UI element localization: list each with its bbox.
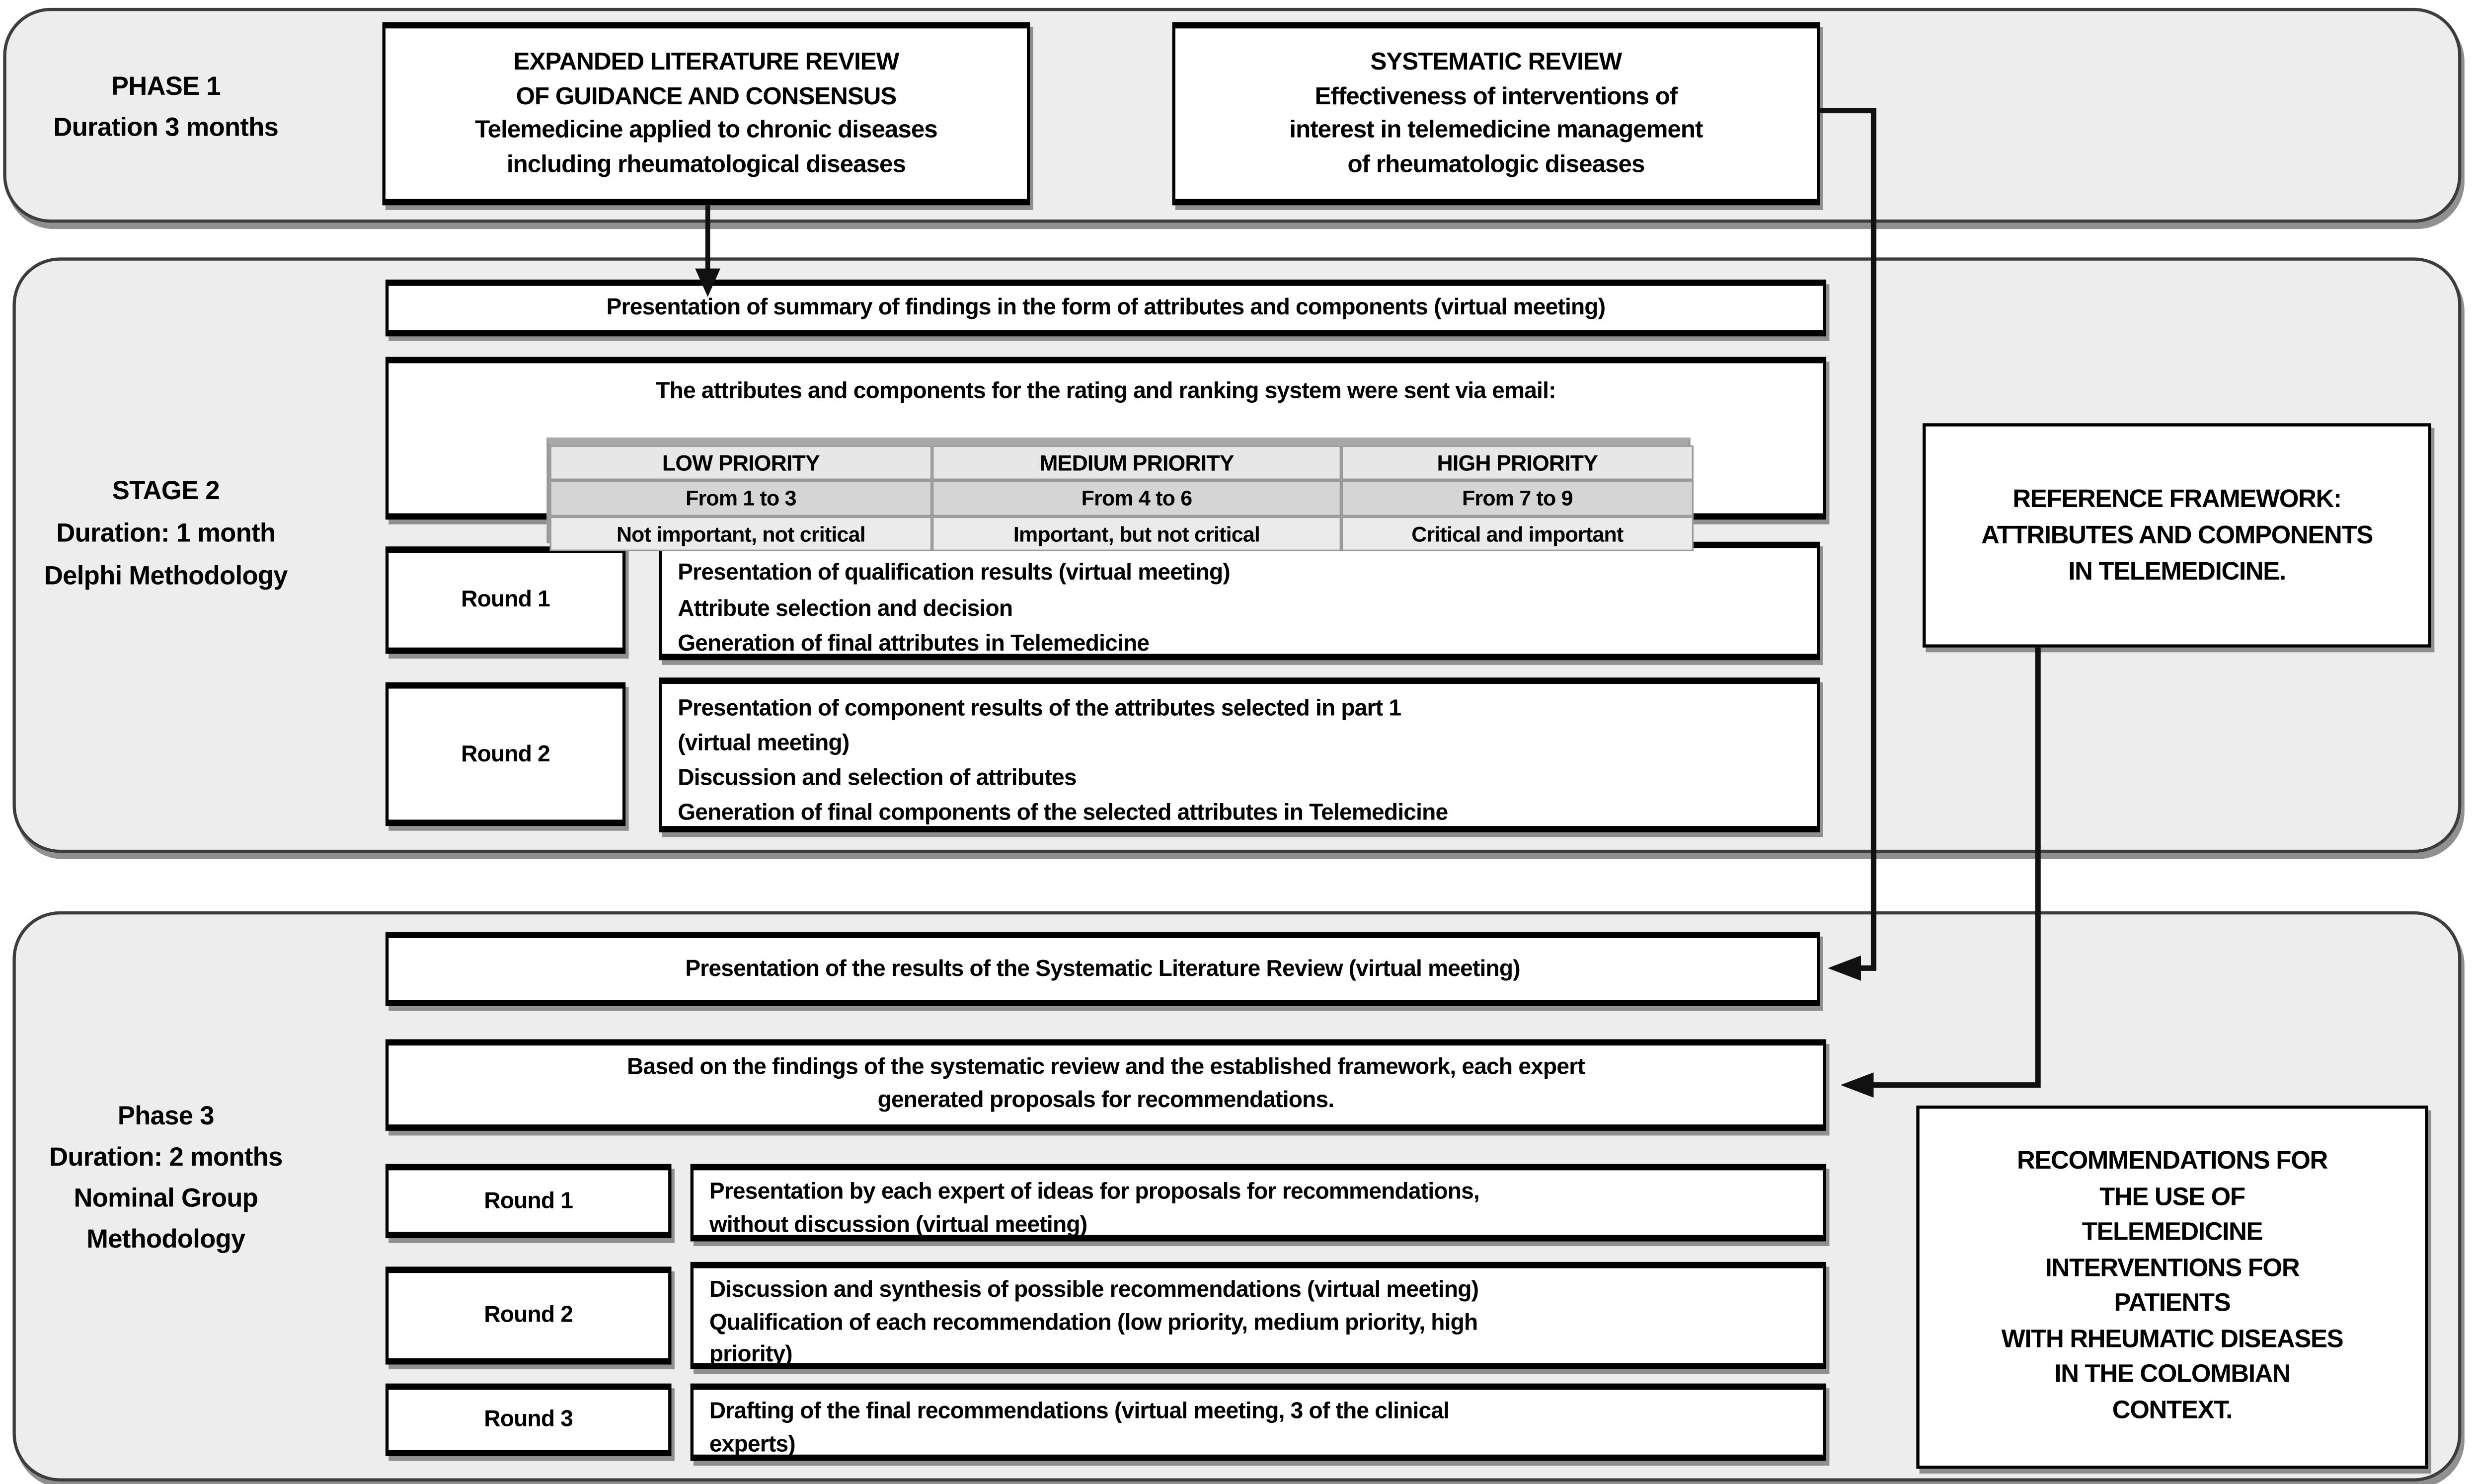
stage2-round1-label-box: Round 1 (385, 546, 626, 654)
box-line: including rheumatological diseases (506, 150, 906, 178)
table-header-cell: HIGH PRIORITY (1341, 445, 1694, 480)
box-line: Discussion and synthesis of possible rec… (709, 1277, 1479, 1303)
round-label: Round 2 (461, 742, 550, 767)
stage2-round2-label-box: Round 2 (385, 682, 626, 826)
stage2-label: STAGE 2 Duration: 1 month Delphi Methodo… (0, 471, 332, 599)
box-line: IN THE COLOMBIAN (2054, 1361, 2291, 1389)
table-cell: Not important, not critical (549, 516, 932, 551)
box-line: Drafting of the final recommendations (v… (709, 1399, 1450, 1425)
box-line: TELEMEDICINE (2082, 1219, 2263, 1247)
box-line: experts) (709, 1431, 796, 1457)
box-line: EXPANDED LITERATURE REVIEW (513, 49, 900, 76)
expert-proposals-box: Based on the findings of the systematic … (385, 1039, 1827, 1131)
box-line: Presentation of the results of the Syste… (685, 956, 1520, 982)
box-line: Based on the findings of the systematic … (627, 1055, 1585, 1081)
box-line: Telemedicine applied to chronic diseases (475, 117, 938, 144)
box-line: The attributes and components for the ra… (656, 379, 1556, 405)
box-line: INTERVENTIONS FOR (2045, 1255, 2300, 1282)
round-label: Round 1 (461, 587, 550, 613)
box-line: SYSTEMATIC REVIEW (1370, 49, 1622, 76)
phase1-label-line: PHASE 1 (111, 73, 221, 101)
box-line: CONTEXT. (2112, 1397, 2233, 1424)
table-cell: From 4 to 6 (932, 480, 1341, 517)
phase3-round2-content-box: Discussion and synthesis of possible rec… (690, 1261, 1827, 1370)
box-line: Attribute selection and decision (678, 596, 1013, 622)
box-line: (virtual meeting) (678, 731, 850, 757)
box-line: interest in telemedicine management (1289, 117, 1703, 144)
expanded-literature-review-box: EXPANDED LITERATURE REVIEW OF GUIDANCE A… (382, 22, 1030, 206)
box-line: priority) (709, 1342, 793, 1368)
slr-results-box: Presentation of the results of the Syste… (385, 932, 1820, 1006)
table-cell: Important, but not critical (932, 516, 1341, 551)
table-cell: Critical and important (1341, 516, 1694, 551)
table-cell: From 1 to 3 (549, 480, 932, 517)
box-line: RECOMMENDATIONS FOR (2016, 1148, 2328, 1175)
stage2-label-line: Delphi Methodology (44, 562, 288, 591)
phase3-label-line: Phase 3 (117, 1102, 215, 1131)
phase3-round1-label-box: Round 1 (385, 1164, 672, 1239)
round-label: Round 2 (484, 1303, 573, 1329)
round-label: Round 1 (484, 1188, 573, 1214)
box-line: Discussion and selection of attributes (678, 766, 1077, 792)
box-line: PATIENTS (2114, 1290, 2231, 1318)
phase3-label-line: Duration: 2 months (49, 1143, 283, 1172)
box-line: generated proposals for recommendations. (877, 1088, 1335, 1113)
phase3-round2-label-box: Round 2 (385, 1266, 672, 1365)
box-line: without discussion (virtual meeting) (709, 1212, 1087, 1238)
box-line: OF GUIDANCE AND CONSENSUS (516, 82, 897, 110)
phase3-label: Phase 3 Duration: 2 months Nominal Group… (0, 1096, 332, 1261)
box-line: Generation of final components of the se… (678, 801, 1448, 826)
stage2-round2-content-box: Presentation of component results of the… (659, 677, 1820, 832)
box-line: ATTRIBUTES AND COMPONENTS (1981, 521, 2373, 549)
box-line: Presentation by each expert of ideas for… (709, 1180, 1480, 1205)
box-line: REFERENCE FRAMEWORK: (2012, 485, 2342, 513)
stage2-label-line: STAGE 2 (112, 477, 220, 506)
box-line: Generation of final attributes in Teleme… (678, 632, 1150, 657)
box-line: THE USE OF (2099, 1184, 2245, 1211)
stage2-round1-content-box: Presentation of qualification results (v… (659, 541, 1820, 661)
recommendations-box: RECOMMENDATIONS FOR THE USE OF TELEMEDIC… (1916, 1106, 2428, 1469)
box-line: Presentation of summary of findings in t… (606, 295, 1606, 321)
phase3-round3-content-box: Drafting of the final recommendations (v… (690, 1383, 1827, 1461)
box-line: of rheumatologic diseases (1347, 150, 1645, 178)
reference-framework-box: REFERENCE FRAMEWORK: ATTRIBUTES AND COMP… (1923, 423, 2432, 648)
box-line: Effectiveness of interventions of (1315, 82, 1678, 110)
stage2-label-line: Duration: 1 month (56, 519, 276, 548)
box-line: Presentation of component results of the… (678, 696, 1401, 722)
box-line: Qualification of each recommendation (lo… (709, 1310, 1478, 1336)
table-header-cell: MEDIUM PRIORITY (932, 445, 1341, 480)
phase3-round3-label-box: Round 3 (385, 1383, 672, 1456)
phase3-label-line: Nominal Group (74, 1185, 258, 1213)
phase3-label-line: Methodology (86, 1225, 245, 1254)
phase1-label: PHASE 1 Duration 3 months (8, 67, 324, 148)
box-line: WITH RHEUMATIC DISEASES (2001, 1326, 2344, 1353)
systematic-review-box: SYSTEMATIC REVIEW Effectiveness of inter… (1172, 22, 1820, 206)
table-header-cell: LOW PRIORITY (549, 445, 932, 480)
box-line: IN TELEMEDICINE. (2068, 558, 2286, 586)
round-label: Round 3 (484, 1407, 573, 1433)
summary-of-findings-box: Presentation of summary of findings in t… (385, 279, 1827, 337)
phase1-label-line: Duration 3 months (53, 113, 279, 143)
box-line: Presentation of qualification results (v… (678, 560, 1231, 586)
table-cell: From 7 to 9 (1341, 480, 1694, 517)
priority-rating-table: LOW PRIORITY MEDIUM PRIORITY HIGH PRIORI… (546, 437, 1694, 551)
phase3-round1-content-box: Presentation by each expert of ideas for… (690, 1164, 1827, 1242)
